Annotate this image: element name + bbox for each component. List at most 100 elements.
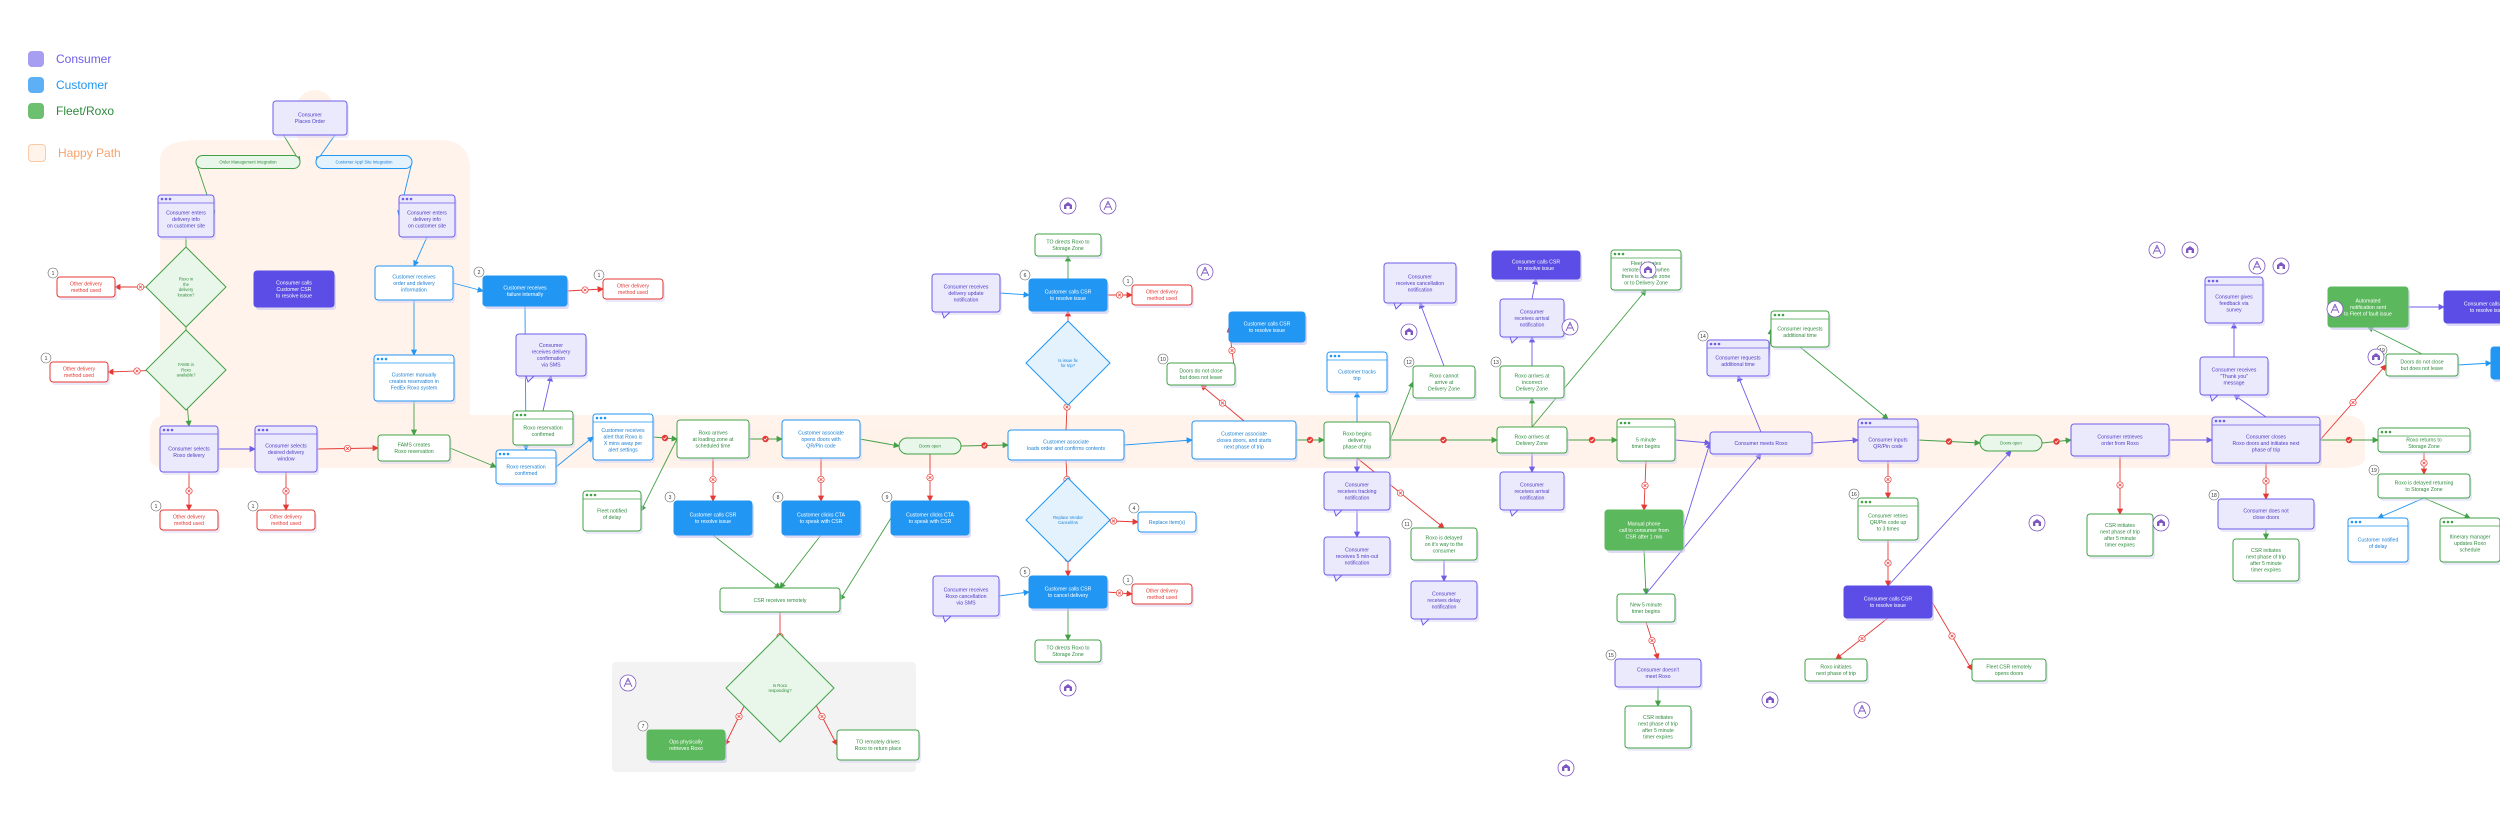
screen-box xyxy=(1770,310,1830,348)
step-number-badge xyxy=(881,491,893,503)
connector xyxy=(2423,497,2471,519)
check-marker-icon xyxy=(1440,436,1447,444)
step-number-badge xyxy=(1128,502,1140,514)
connector xyxy=(2377,497,2425,519)
roxo-icon xyxy=(619,674,637,692)
notification-bubble xyxy=(2199,356,2269,396)
svg-text:8: 8 xyxy=(777,495,780,501)
svg-text:1: 1 xyxy=(1127,279,1130,285)
svg-text:1: 1 xyxy=(155,504,158,510)
node-label: Doors open xyxy=(2000,440,2022,445)
node-n-meets: Consumer meets Roxo xyxy=(1709,431,1814,457)
step-number-badge xyxy=(473,266,485,278)
action-box xyxy=(1843,585,1933,619)
process-box xyxy=(1614,658,1702,688)
process-box xyxy=(272,100,348,136)
screen-box xyxy=(582,490,642,532)
step-number-badge xyxy=(1157,353,1169,365)
roxo-icon xyxy=(1099,197,1117,215)
legend-swatch xyxy=(28,77,44,93)
check-marker-icon xyxy=(1588,436,1596,444)
screen-box xyxy=(373,354,455,402)
legend-item-customer: Customer xyxy=(28,77,108,93)
decision-diamond xyxy=(1025,320,1111,406)
step-number-badge xyxy=(1490,356,1502,368)
svg-text:1: 1 xyxy=(252,504,255,510)
screen-box xyxy=(512,410,574,446)
storage-zone-icon xyxy=(1059,679,1077,697)
storage-zone-icon xyxy=(2272,257,2290,275)
notification-bubble xyxy=(1499,471,1565,511)
process-box xyxy=(1166,362,1236,386)
svg-text:13: 13 xyxy=(1493,360,1499,366)
storage-zone-icon xyxy=(1400,323,1418,341)
process-box xyxy=(2217,498,2315,530)
storage-zone-icon xyxy=(1557,759,1575,777)
screen-box xyxy=(157,194,215,238)
action-box xyxy=(781,500,861,536)
process-box xyxy=(1034,233,1102,257)
process-box xyxy=(1034,639,1102,663)
storage-zone-icon xyxy=(2181,241,2199,259)
notification-bubble xyxy=(515,333,587,377)
check-marker-icon xyxy=(2345,436,2353,444)
connector xyxy=(712,534,781,589)
notification-bubble xyxy=(1323,471,1391,511)
step-number-badge xyxy=(593,269,605,281)
step-number-badge xyxy=(1848,488,1860,500)
process-box xyxy=(781,419,861,459)
process-box xyxy=(1499,365,1565,399)
step-number-badge xyxy=(1019,269,1031,281)
node-label: Customer App/ Site Integration xyxy=(335,159,393,164)
process-box xyxy=(676,419,750,459)
connector xyxy=(1737,375,1762,433)
screen-box xyxy=(1857,497,1919,541)
notification-bubble xyxy=(1410,580,1478,620)
connector xyxy=(1123,437,1193,446)
connector xyxy=(2233,394,2267,418)
legend-item-consumer: Consumer xyxy=(28,51,111,67)
decision-diamond xyxy=(145,246,227,328)
node-n-thank: Consumer receives"Thank you"message xyxy=(2199,356,2270,402)
legend-label: Customer xyxy=(56,78,109,92)
step-number-badge xyxy=(1122,275,1134,287)
